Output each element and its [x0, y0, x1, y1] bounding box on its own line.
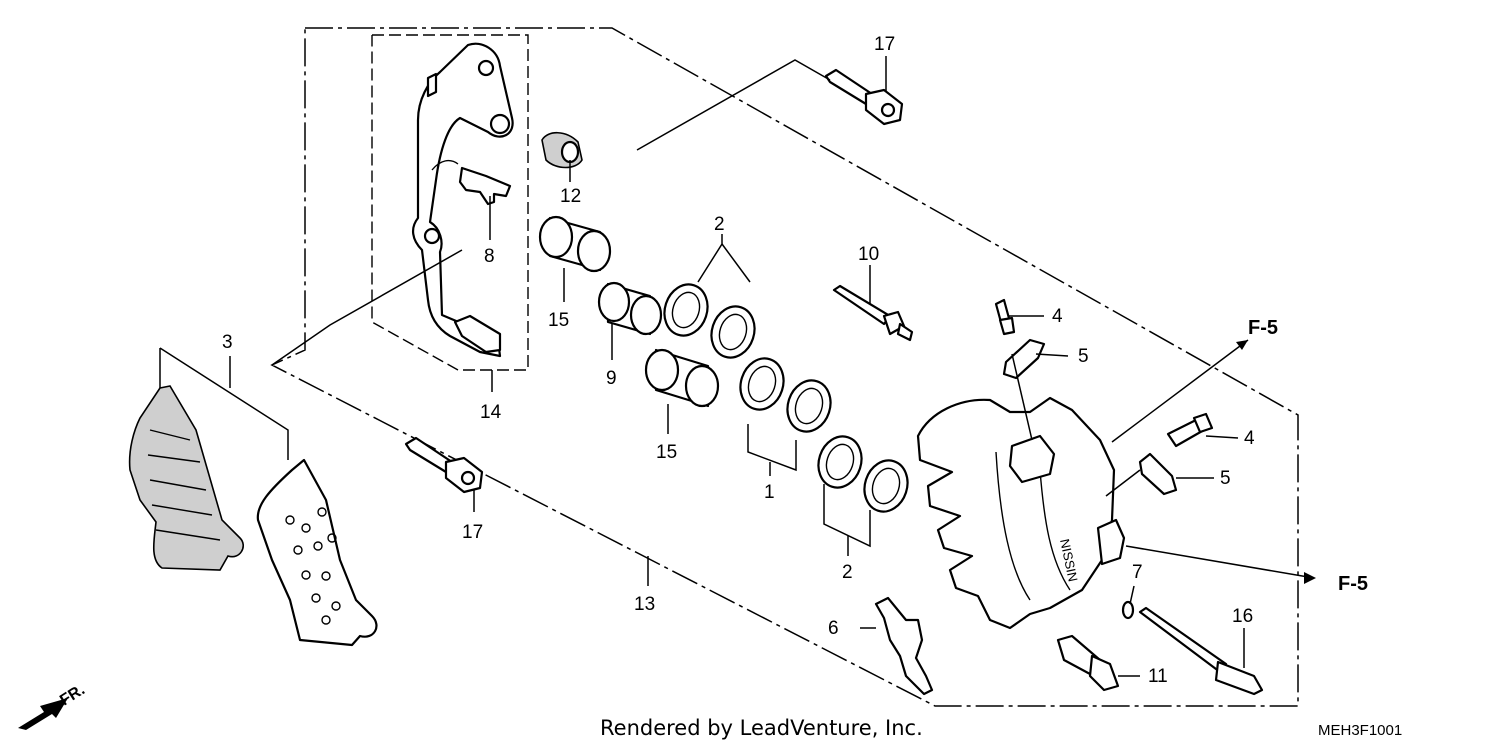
callout-17-top: 17: [874, 34, 895, 55]
seal-set-1: [739, 357, 832, 433]
callout-12: 12: [560, 186, 581, 207]
assembly-14-outline: [371, 34, 529, 371]
piston-15-top: [538, 215, 612, 273]
pin-10: [832, 284, 914, 342]
bleeder-cap-5-right: [1138, 452, 1178, 496]
pad-retainer-6: [874, 596, 934, 696]
callout-labels: 17 12 8 2 10 15 9 15 1 2 3 14 17 13 4 5 …: [222, 34, 1255, 687]
caliper-body: NISSIN: [916, 396, 1126, 630]
caliper-bracket: [412, 42, 514, 358]
seal-set-2-bottom: [817, 435, 909, 513]
callout-16: 16: [1232, 606, 1253, 627]
diagram-code: MEH3F1001: [1318, 722, 1403, 739]
callout-9: 9: [606, 368, 617, 389]
plug-11: [1056, 634, 1120, 692]
footer-credit: Rendered by LeadVenture, Inc.: [600, 716, 923, 740]
pin-16: [1138, 606, 1264, 696]
callout-14: 14: [480, 402, 502, 423]
leader-lines: [159, 56, 1316, 677]
callout-1: 1: [764, 482, 775, 503]
callout-4-top: 4: [1052, 306, 1063, 327]
pad-spring-clip: [458, 166, 512, 206]
bolt-17-bottom: [404, 436, 484, 494]
callout-2-bottom: 2: [842, 562, 853, 583]
bleeder-screw-4-top: [994, 298, 1016, 336]
callout-7: 7: [1132, 562, 1143, 583]
piston-9: [597, 281, 663, 336]
callout-10: 10: [858, 244, 879, 265]
seal-set-2-top: [663, 283, 756, 359]
washer-7: [1121, 600, 1135, 620]
assembly-13-outline: [270, 27, 1299, 707]
ref-f5-right: F-5: [1338, 573, 1368, 595]
callout-17-bottom: 17: [462, 522, 483, 543]
callout-3: 3: [222, 332, 233, 353]
callout-6: 6: [828, 618, 839, 639]
front-direction-arrow-icon: FR.: [18, 681, 88, 730]
callout-5-top: 5: [1078, 346, 1089, 367]
cap-12: [541, 131, 583, 169]
ref-f5-top: F-5: [1248, 317, 1278, 339]
brake-pad-rear: [256, 458, 378, 647]
callout-13: 13: [634, 594, 655, 615]
bleeder-cap-5-top: [1002, 338, 1046, 380]
brake-pad-front: [128, 385, 244, 571]
bleeder-screw-4-right: [1166, 412, 1214, 448]
callout-8: 8: [484, 246, 495, 267]
callout-15-bottom: 15: [656, 442, 677, 463]
bolt-17-top: [824, 68, 904, 126]
callout-4-right: 4: [1244, 428, 1255, 449]
callout-2-top: 2: [714, 214, 725, 235]
callout-5-right: 5: [1220, 468, 1231, 489]
piston-15-bottom: [644, 348, 720, 408]
callout-15-top: 15: [548, 310, 569, 331]
callout-11: 11: [1148, 666, 1168, 687]
